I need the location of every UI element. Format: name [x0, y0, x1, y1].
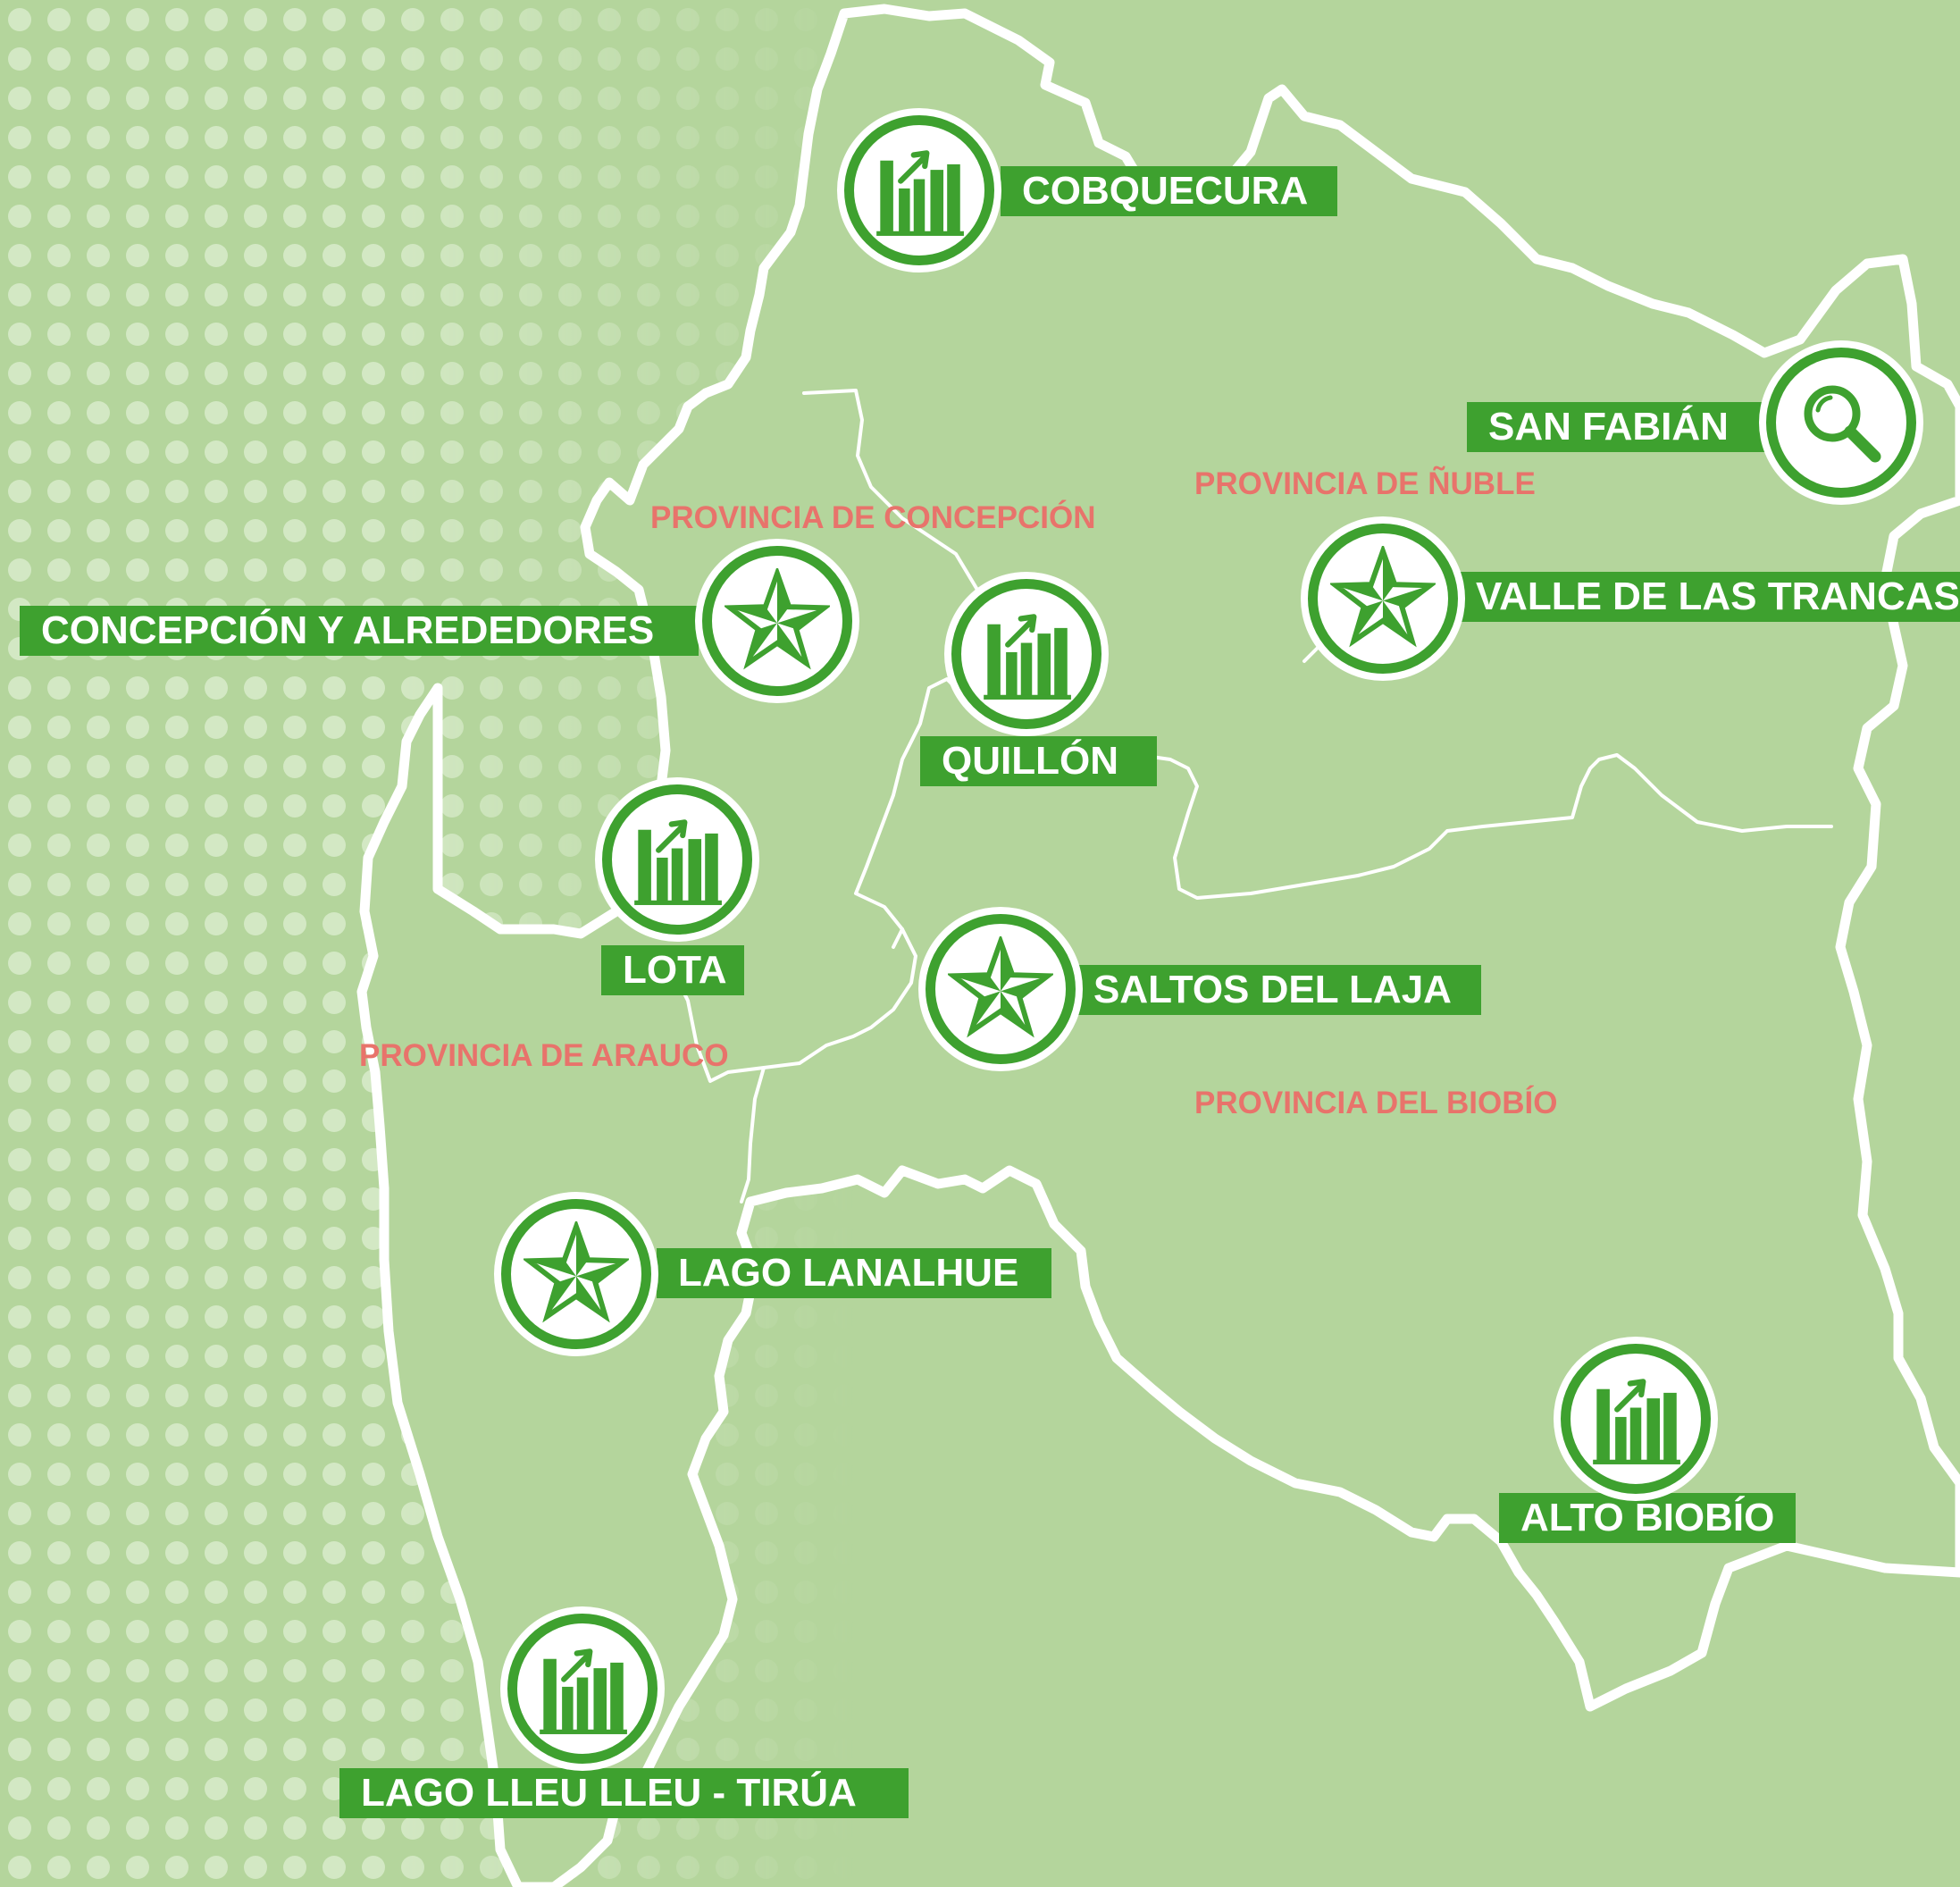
- destination-label-lago-lanalhue[interactable]: LAGO LANALHUE: [657, 1248, 1051, 1298]
- province-label-nuble: PROVINCIA DE ÑUBLE: [1194, 466, 1536, 501]
- destination-badge-concepcion-y-alrededores[interactable]: [702, 546, 852, 696]
- destination-badge-saltos-del-laja[interactable]: [926, 914, 1076, 1064]
- destination-badge-alto-biobio[interactable]: [1561, 1344, 1711, 1494]
- destination-badge-quillon[interactable]: [951, 579, 1101, 729]
- province-label-arauco: PROVINCIA DE ARAUCO: [359, 1038, 729, 1073]
- destination-badge-lota[interactable]: [602, 784, 752, 935]
- destination-label-san-fabian[interactable]: SAN FABIÁN: [1467, 402, 1815, 452]
- destination-badge-lago-lleu-lleu-tirua[interactable]: [507, 1614, 658, 1764]
- star-icon: [524, 1221, 629, 1323]
- bar-chart-icon: [634, 819, 722, 905]
- destination-label-alto-biobio[interactable]: ALTO BIOBÍO: [1499, 1493, 1796, 1543]
- bar-chart-icon: [984, 614, 1071, 700]
- magnifier-icon: [1804, 385, 1881, 463]
- star-icon: [725, 568, 830, 670]
- star-icon: [1330, 546, 1436, 648]
- destination-label-concepcion-y-alrededores[interactable]: CONCEPCIÓN Y ALREDEDORES: [20, 606, 699, 656]
- destination-label-saltos-del-laja[interactable]: SALTOS DEL LAJA: [1072, 965, 1481, 1015]
- destination-label-lago-lleu-lleu-tirua[interactable]: LAGO LLEU LLEU - TIRÚA: [339, 1768, 909, 1818]
- province-label-concepcion: PROVINCIA DE CONCEPCIÓN: [650, 500, 1096, 535]
- destination-badge-cobquecura[interactable]: [844, 115, 994, 265]
- destination-badge-valle-de-las-trancas[interactable]: [1308, 524, 1458, 674]
- destination-label-lota[interactable]: LOTA: [601, 945, 744, 995]
- destination-badge-lago-lanalhue[interactable]: [501, 1199, 651, 1349]
- bar-chart-icon: [876, 150, 964, 236]
- destination-label-cobquecura[interactable]: COBQUECURA: [1001, 166, 1337, 216]
- destination-label-valle-de-las-trancas[interactable]: VALLE DE LAS TRANCAS: [1454, 572, 1960, 622]
- bar-chart-icon: [1593, 1379, 1680, 1464]
- bar-chart-icon: [540, 1648, 627, 1734]
- destination-label-quillon[interactable]: QUILLÓN: [920, 736, 1157, 786]
- star-icon: [948, 936, 1053, 1038]
- province-label-biobio: PROVINCIA DEL BIOBÍO: [1194, 1086, 1558, 1120]
- province-borders: [677, 389, 1833, 1203]
- destination-badge-san-fabian[interactable]: [1766, 348, 1916, 498]
